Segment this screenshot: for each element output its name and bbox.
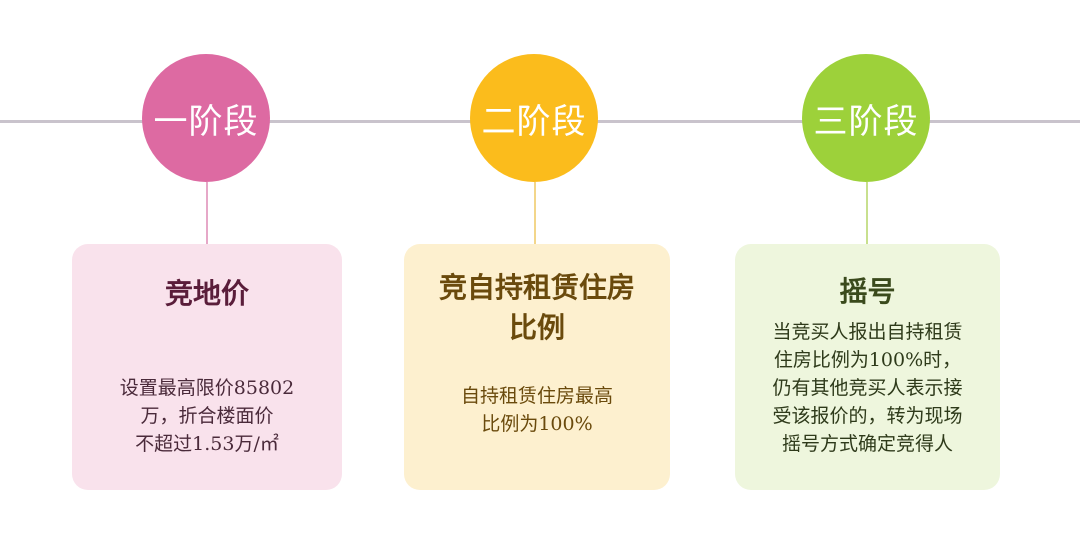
stage-1-card-title: 竞地价 [164,277,249,310]
stage-1-connector [206,182,208,244]
stage-2: 二阶段 竞自持租赁住房比例 自持租赁住房最高比例为100% [404,0,674,536]
stage-2-card-title: 竞自持租赁住房比例 [438,271,635,344]
stage-2-card: 竞自持租赁住房比例 自持租赁住房最高比例为100% [404,244,670,490]
stage-3-circle: 三阶段 [802,54,930,182]
stage-3-card: 摇号 当竞买人报出自持租赁住房比例为100%时，仍有其他竞买人表示接受该报价的，… [735,244,1000,490]
stage-2-card-text: 自持租赁住房最高比例为100% [460,385,613,435]
stage-3: 三阶段 摇号 当竞买人报出自持租赁住房比例为100%时，仍有其他竞买人表示接受该… [735,0,1005,536]
stage-1-circle: 一阶段 [142,54,270,182]
stage-3-card-text: 当竞买人报出自持租赁住房比例为100%时，仍有其他竞买人表示接受该报价的，转为现… [772,321,963,455]
stage-2-connector [534,182,536,244]
stage-3-card-title: 摇号 [839,275,896,308]
stage-3-connector [866,182,868,244]
stage-2-circle: 二阶段 [470,54,598,182]
